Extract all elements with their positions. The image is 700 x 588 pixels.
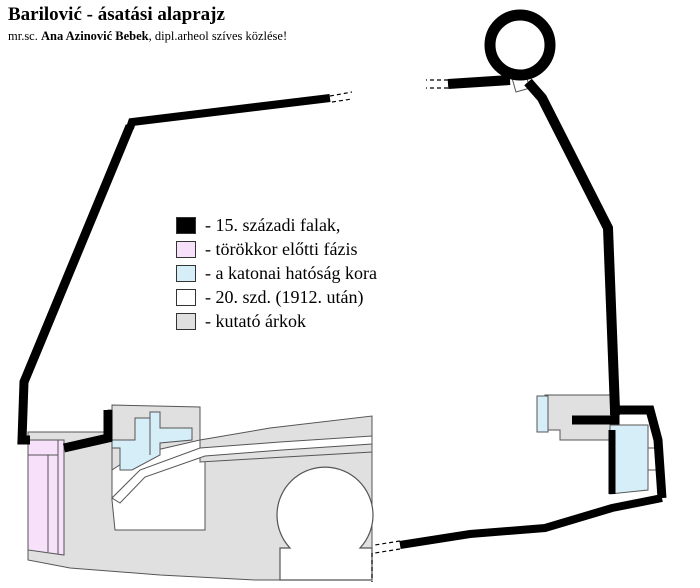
- modern-wall-diagonal: [111, 435, 373, 504]
- legend-item-trenches: - kutató árkok: [176, 309, 377, 333]
- wall-continuations: [329, 79, 448, 582]
- circular-feature-outline: [276, 466, 374, 581]
- legend-swatch-pre-ottoman: [176, 240, 196, 258]
- blue-cross-structure: [111, 411, 193, 471]
- legend-item-20th-century: - 20. szd. (1912. után): [176, 285, 377, 309]
- dash-north-west: [329, 91, 353, 97]
- legend-swatch-15th-century: [176, 216, 196, 234]
- wall-north-west: [126, 94, 331, 130]
- legend-label-military: - a katonai hatóság kora: [205, 262, 377, 283]
- wall-tower-link: [447, 75, 511, 89]
- dash-south-1: [374, 540, 401, 546]
- legend: - 15. századi falak, - törökkor előtti f…: [176, 213, 377, 333]
- plan-credit: mr.sc. Ana Azinović Bebek, dipl.arheol s…: [8, 29, 287, 44]
- legend-swatch-trenches: [176, 312, 196, 330]
- round-tower: [484, 9, 556, 81]
- wall-south-west-lower: [63, 410, 113, 453]
- legend-label-trenches: - kutató árkok: [205, 310, 306, 331]
- legend-swatch-20th-century: [176, 288, 196, 306]
- dash-south-2: [374, 548, 401, 554]
- legend-item-15th-century: - 15. századi falak,: [176, 213, 377, 237]
- wall-east-building: [572, 405, 667, 499]
- blue-right-strip: [536, 395, 549, 433]
- pre-ottoman-phase: [27, 439, 65, 556]
- military-period: [111, 395, 649, 495]
- pink-area-left: [27, 439, 65, 556]
- legend-swatch-military: [176, 264, 196, 282]
- credit-suffix: , dipl.arheol szíves közlése!: [148, 29, 288, 43]
- legend-item-military: - a katonai hatóság kora: [176, 261, 377, 285]
- blue-right-block: [609, 424, 649, 495]
- wall-west: [17, 124, 135, 445]
- credit-author: Ana Azinović Bebek: [40, 29, 149, 43]
- plan-title: Barilović - ásatási alaprajz: [8, 4, 225, 25]
- legend-label-pre-ottoman: - törökkor előtti fázis: [205, 238, 358, 259]
- credit-prefix: mr.sc.: [8, 29, 41, 43]
- legend-item-pre-ottoman: - törökkor előtti fázis: [176, 237, 377, 261]
- circular-feature: [276, 466, 374, 581]
- legend-label-15th-century: - 15. századi falak,: [205, 214, 341, 235]
- legend-label-20th-century: - 20. szd. (1912. után): [205, 286, 364, 307]
- wall-east: [524, 78, 620, 415]
- dash-north-west-2: [331, 98, 353, 103]
- fifteenth-century-walls: [17, 9, 667, 549]
- wall-south: [399, 494, 663, 549]
